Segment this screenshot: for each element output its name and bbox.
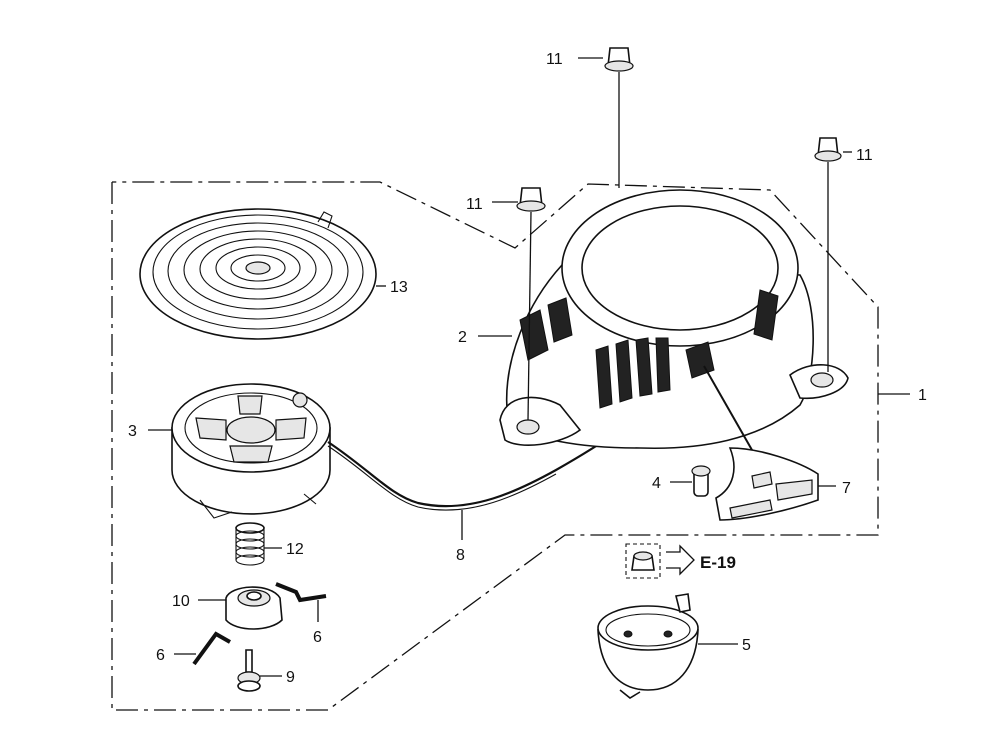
ratchet: [225, 586, 283, 630]
ratchet-guide-right: [275, 582, 327, 603]
reference-arrow: [666, 544, 695, 576]
callout-12: 12: [286, 541, 304, 558]
callout-9: 9: [286, 669, 295, 686]
starter-reel: [171, 383, 331, 519]
ratchet-guide-left: [192, 631, 231, 666]
assembly-boundary: [111, 181, 879, 711]
callout-3: 3: [128, 423, 137, 440]
callout-11-left: 11: [466, 196, 483, 213]
callout-6-right: 6: [313, 629, 322, 646]
rope-collar: [691, 465, 711, 497]
callout-13: 13: [390, 279, 408, 296]
ratchet-spring: [235, 522, 265, 566]
flange-bolt-left: [516, 187, 546, 212]
callout-10: 10: [172, 593, 190, 610]
callout-11-right: 11: [856, 147, 873, 164]
callout-6-left: 6: [156, 647, 165, 664]
callout-8: 8: [456, 547, 465, 564]
reference-label: E-19: [700, 553, 736, 572]
setting-screw: [237, 649, 261, 692]
callout-5: 5: [742, 637, 751, 654]
starter-case: [499, 189, 849, 450]
callout-1: 1: [918, 387, 927, 404]
callout-4: 4: [652, 475, 661, 492]
flange-bolt-right: [814, 137, 842, 162]
callout-11-top: 11: [546, 51, 563, 68]
callout-2: 2: [458, 329, 467, 346]
flange-bolt-top: [604, 47, 634, 72]
recoil-spring: [139, 208, 377, 340]
callout-7: 7: [842, 480, 851, 497]
starter-grip: [703, 365, 819, 521]
reference-nut-icon: [625, 543, 661, 579]
leader-lines: [148, 57, 910, 677]
starter-pulley-cup: [597, 593, 699, 699]
